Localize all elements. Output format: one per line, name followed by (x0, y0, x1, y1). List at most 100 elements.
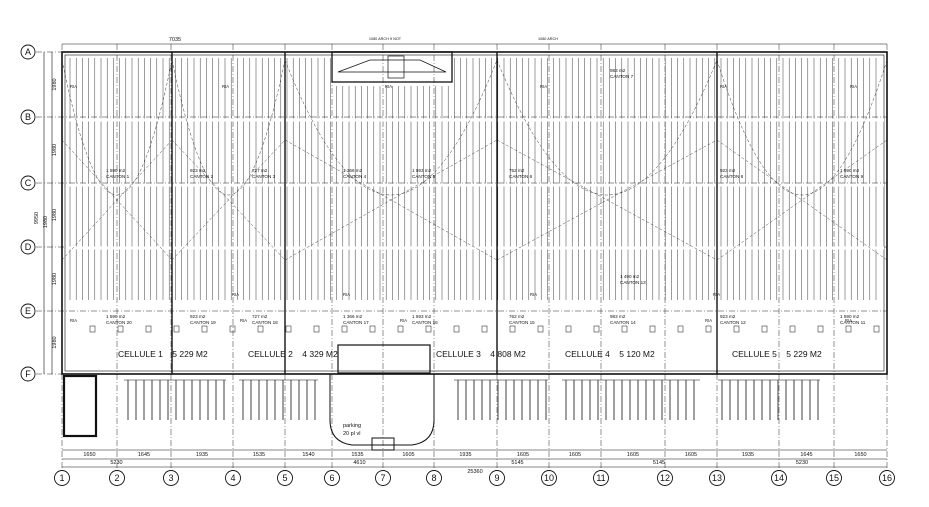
row-axis-label: D (25, 242, 32, 252)
cell-name: CELLULE 2 (248, 349, 293, 359)
bottom-dimension-label: 1605 (402, 452, 414, 458)
bottom-dimension-label: 1605 (685, 452, 697, 458)
ria-label: RIA (720, 84, 727, 89)
bottom-subtotal-label: 5230 (796, 460, 808, 466)
ria-label: RIA (222, 84, 229, 89)
column-axis-bubble: 3 (163, 470, 179, 486)
ria-label: RIA (530, 292, 537, 297)
cell-name: CELLULE 1 (118, 349, 163, 359)
parking-label: parking (343, 423, 361, 429)
top-small-label-2: 1080 ARCH (538, 37, 558, 41)
left-partial-dimension: 1980 (43, 216, 49, 228)
row-axis-label: A (25, 47, 31, 57)
column-axis-label: 14 (774, 473, 784, 483)
row-axis-bubble: E (20, 303, 36, 319)
column-axis-label: 1 (59, 473, 64, 483)
column-axis-label: 12 (660, 473, 670, 483)
column-axis-label: 16 (882, 473, 892, 483)
canton-name: CANTON 20 (106, 320, 132, 325)
canton-name: CANTON 17 (343, 320, 369, 325)
ria-label: RIA (70, 318, 77, 323)
row-axis-bubble: B (20, 109, 36, 125)
left-dimension-label: 1980 (52, 78, 58, 90)
bottom-subtotal-label: 5145 (511, 460, 523, 466)
vent-curve (61, 59, 173, 195)
canton-area: 983 m2 (610, 68, 626, 73)
bottom-dimension-label: 1540 (302, 452, 314, 458)
door-marker (313, 325, 320, 333)
ria-label: RIA (343, 292, 350, 297)
cell-area: 5 229 M2 (786, 349, 822, 359)
row-axis-label: F (25, 369, 31, 379)
door-marker (369, 325, 376, 333)
ria-label: RIA (850, 84, 857, 89)
door-marker (761, 325, 768, 333)
door-marker (873, 325, 880, 333)
canton-area: 1 590 m2 (840, 168, 860, 173)
bottom-dimension-label: 1605 (627, 452, 639, 458)
door-marker (677, 325, 684, 333)
canton-name: CANTON 12 (720, 320, 746, 325)
canton-area: 923 m2 (720, 168, 736, 173)
ria-label: RIA (713, 292, 720, 297)
canton-area: 1 366 m2 (343, 314, 363, 319)
canton-name: CANTON 15 (509, 320, 535, 325)
column-axis-label: 2 (114, 473, 119, 483)
door-marker (649, 325, 656, 333)
building-inner-outline (64, 54, 885, 372)
canton-area: 923 m2 (720, 314, 736, 319)
bottom-dimension-label: 1535 (253, 452, 265, 458)
column-axis-bubble: 1 (54, 470, 70, 486)
left-dimension-label: 1980 (52, 209, 58, 221)
bottom-dimension-label: 1645 (138, 452, 150, 458)
column-axis-label: 11 (596, 473, 605, 483)
bottom-dimension-label: 1605 (569, 452, 581, 458)
canton-name: CANTON 2 (190, 174, 214, 179)
door-marker (705, 325, 712, 333)
canton-area: 1 366 m2 (343, 168, 363, 173)
door-marker (145, 325, 152, 333)
column-axis-label: 4 (230, 473, 235, 483)
column-axis-bubble: 15 (826, 470, 842, 486)
canton-area: 1 490 m2 (620, 274, 640, 279)
left-dimension-label: 1980 (52, 144, 58, 156)
door-marker (229, 325, 236, 333)
canton-name: CANTON 3 (252, 174, 276, 179)
canton-name: CANTON 4 (343, 174, 367, 179)
cell-area: 5 120 M2 (619, 349, 655, 359)
bottom-subtotal-label: 4610 (353, 460, 365, 466)
canton-area: 1 593 m2 (412, 168, 432, 173)
bottom-dimension-label: 1935 (196, 452, 208, 458)
vent-curve (496, 59, 718, 196)
canton-area: 762 m2 (509, 168, 525, 173)
door-marker (565, 325, 572, 333)
cell-area: 5 229 M2 (172, 349, 208, 359)
column-axis-bubble: 13 (709, 470, 725, 486)
ria-label: RIA (385, 84, 392, 89)
office-block-bottom (337, 344, 431, 374)
canton-area: 1 590 m2 (106, 168, 126, 173)
column-axis-label: 13 (712, 473, 722, 483)
ria-label: RIA (70, 84, 77, 89)
ria-label: RIA (705, 318, 712, 323)
canton-name: CANTON 14 (610, 320, 636, 325)
canton-name: CANTON 19 (190, 320, 216, 325)
building-outline (61, 51, 888, 375)
column-axis-label: 6 (329, 473, 334, 483)
